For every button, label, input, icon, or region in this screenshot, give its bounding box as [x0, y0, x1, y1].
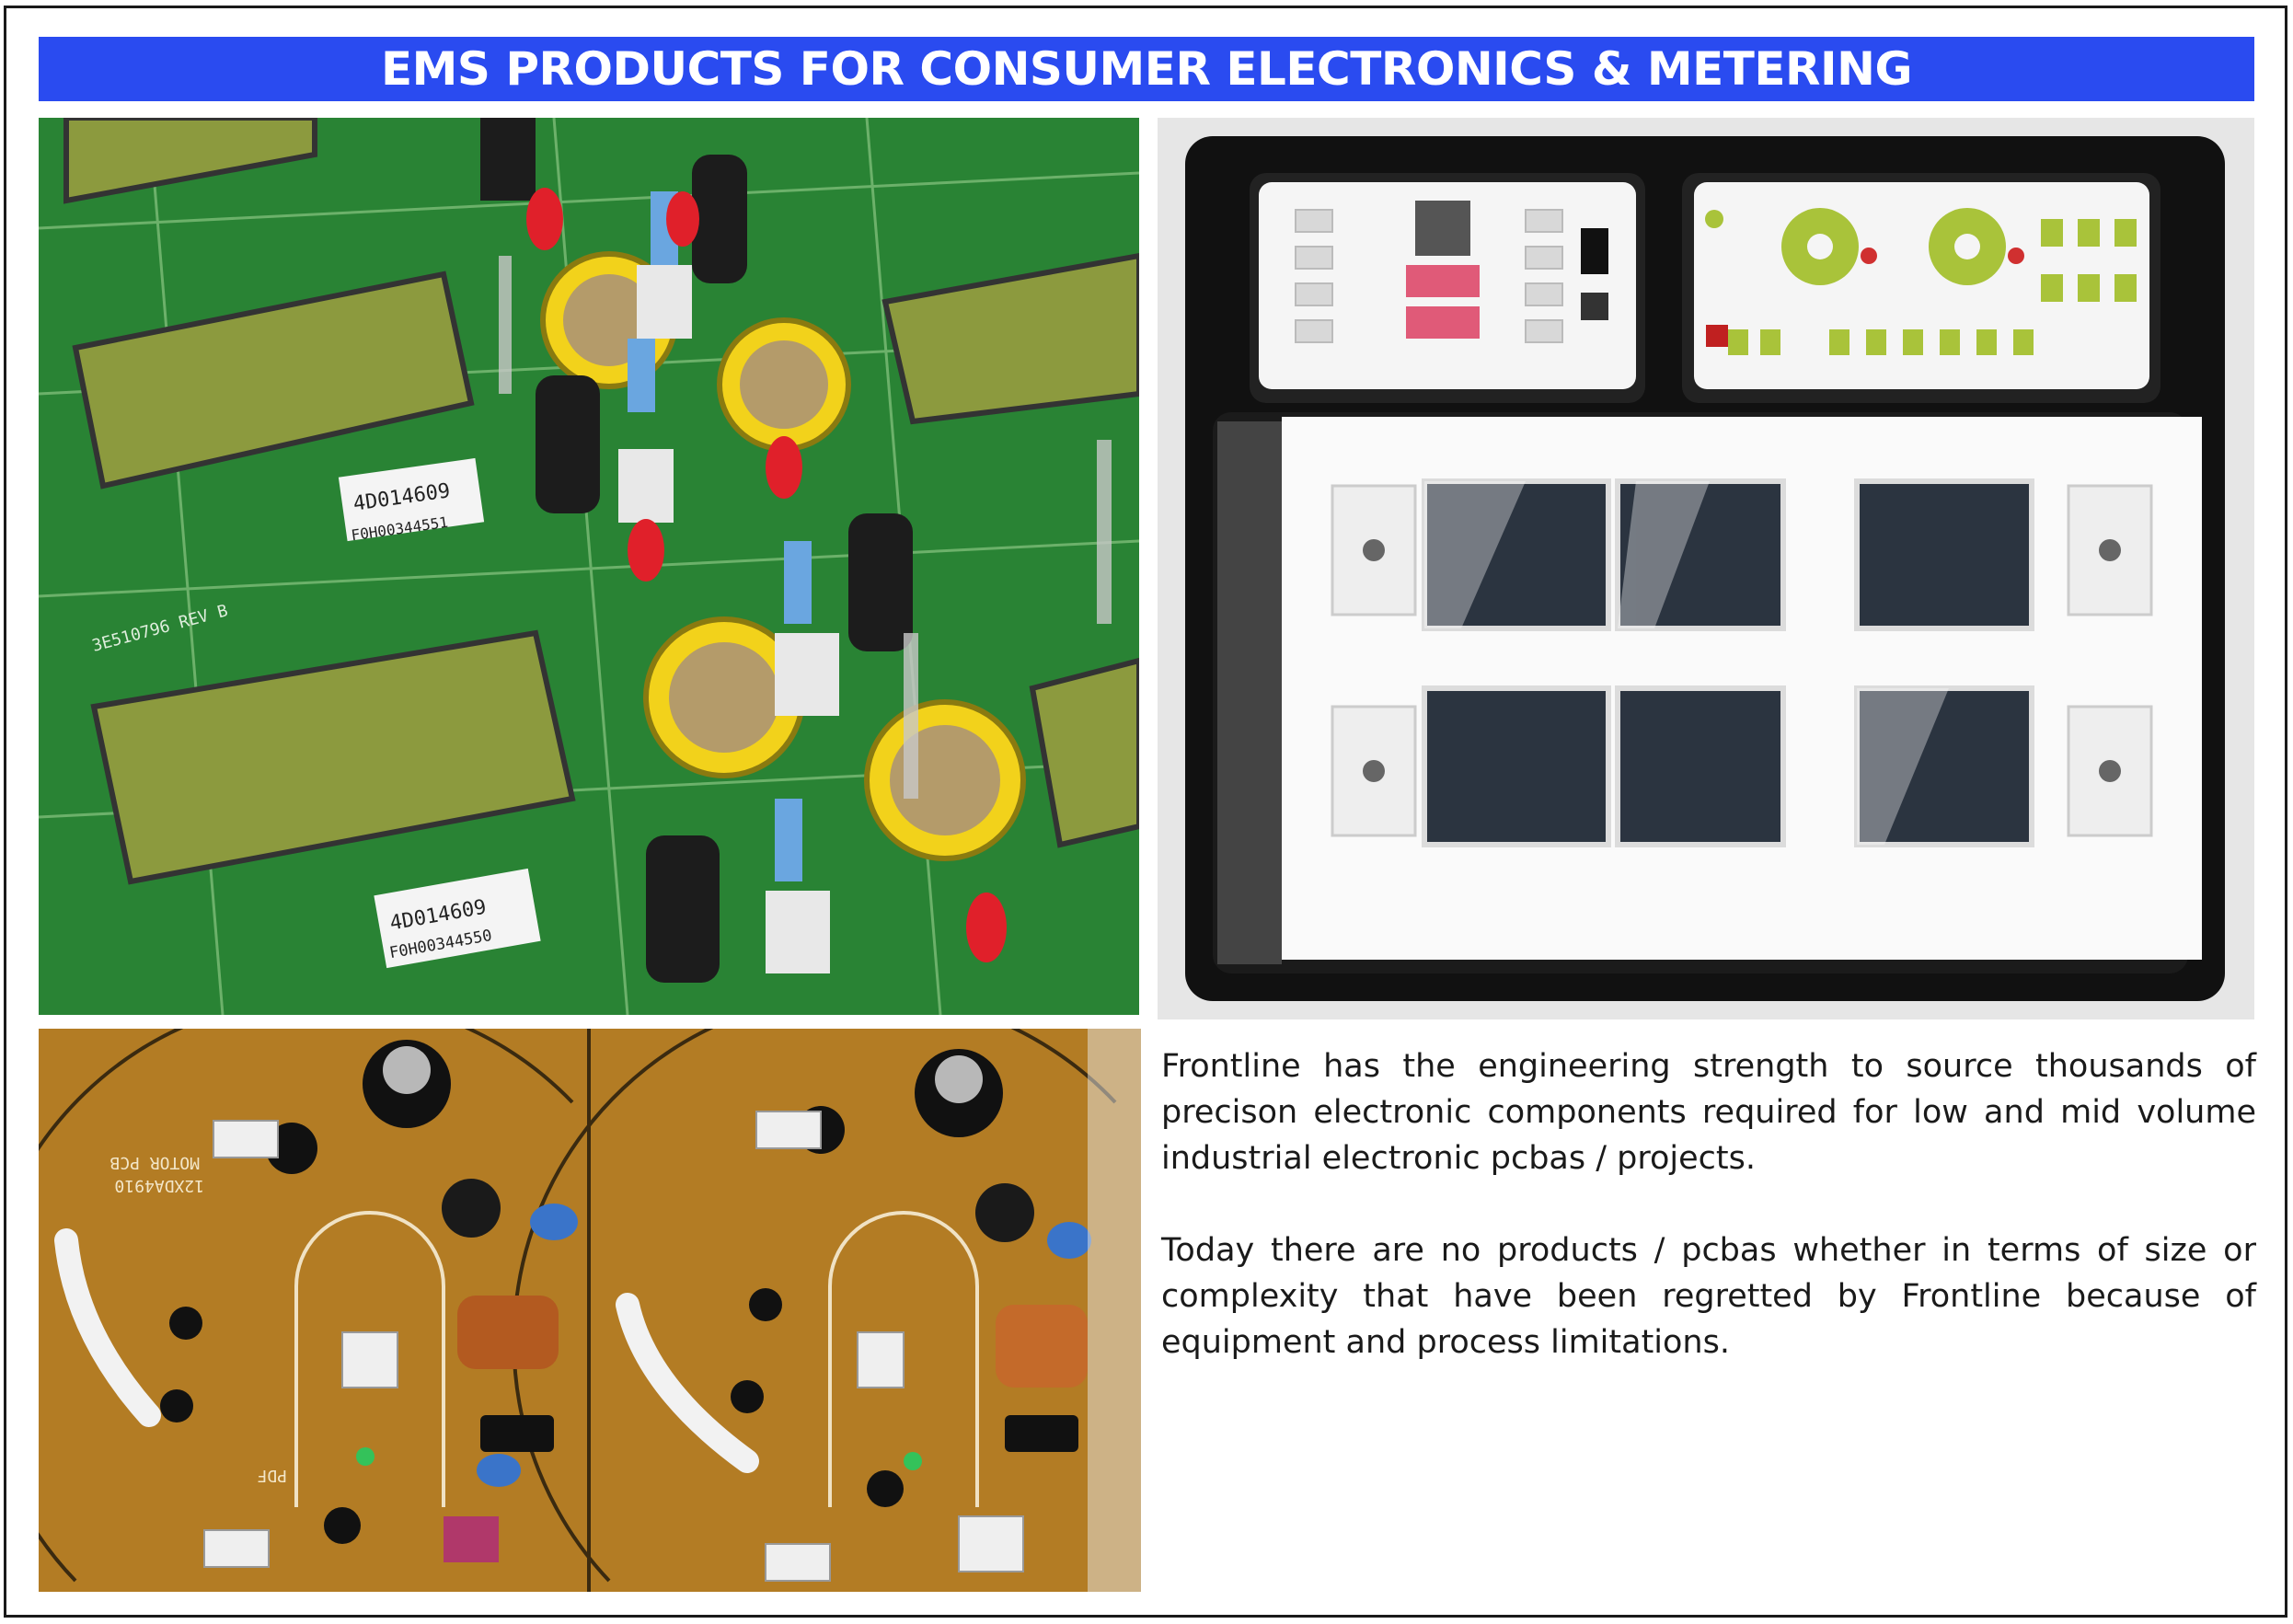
page-title: EMS PRODUCTS FOR CONSUMER ELECTRONICS & … — [381, 42, 1913, 96]
title-banner: EMS PRODUCTS FOR CONSUMER ELECTRONICS & … — [39, 37, 2254, 101]
photo-lcd-pcb-boards: 4D014609 F0H00344551 4D014609 F0H0034455… — [39, 118, 1139, 1015]
pcb-label-code: 12XDA4910 — [114, 1176, 204, 1195]
photo-motor-pcb: MOTOR PCB 12XDA4910 PDF — [39, 1029, 1141, 1592]
paragraph-no-limitations: Today there are no products / pcbas whet… — [1161, 1232, 2256, 1361]
photo-switch-kit-tray — [1158, 118, 2254, 1019]
pcb-label-motor: MOTOR PCB — [109, 1153, 200, 1172]
description-text: Frontline has the engineering strength t… — [1161, 1043, 2256, 1411]
paragraph-engineering-strength: Frontline has the engineering strength t… — [1161, 1048, 2256, 1177]
pcb-label-pdf: PDF — [257, 1466, 287, 1485]
